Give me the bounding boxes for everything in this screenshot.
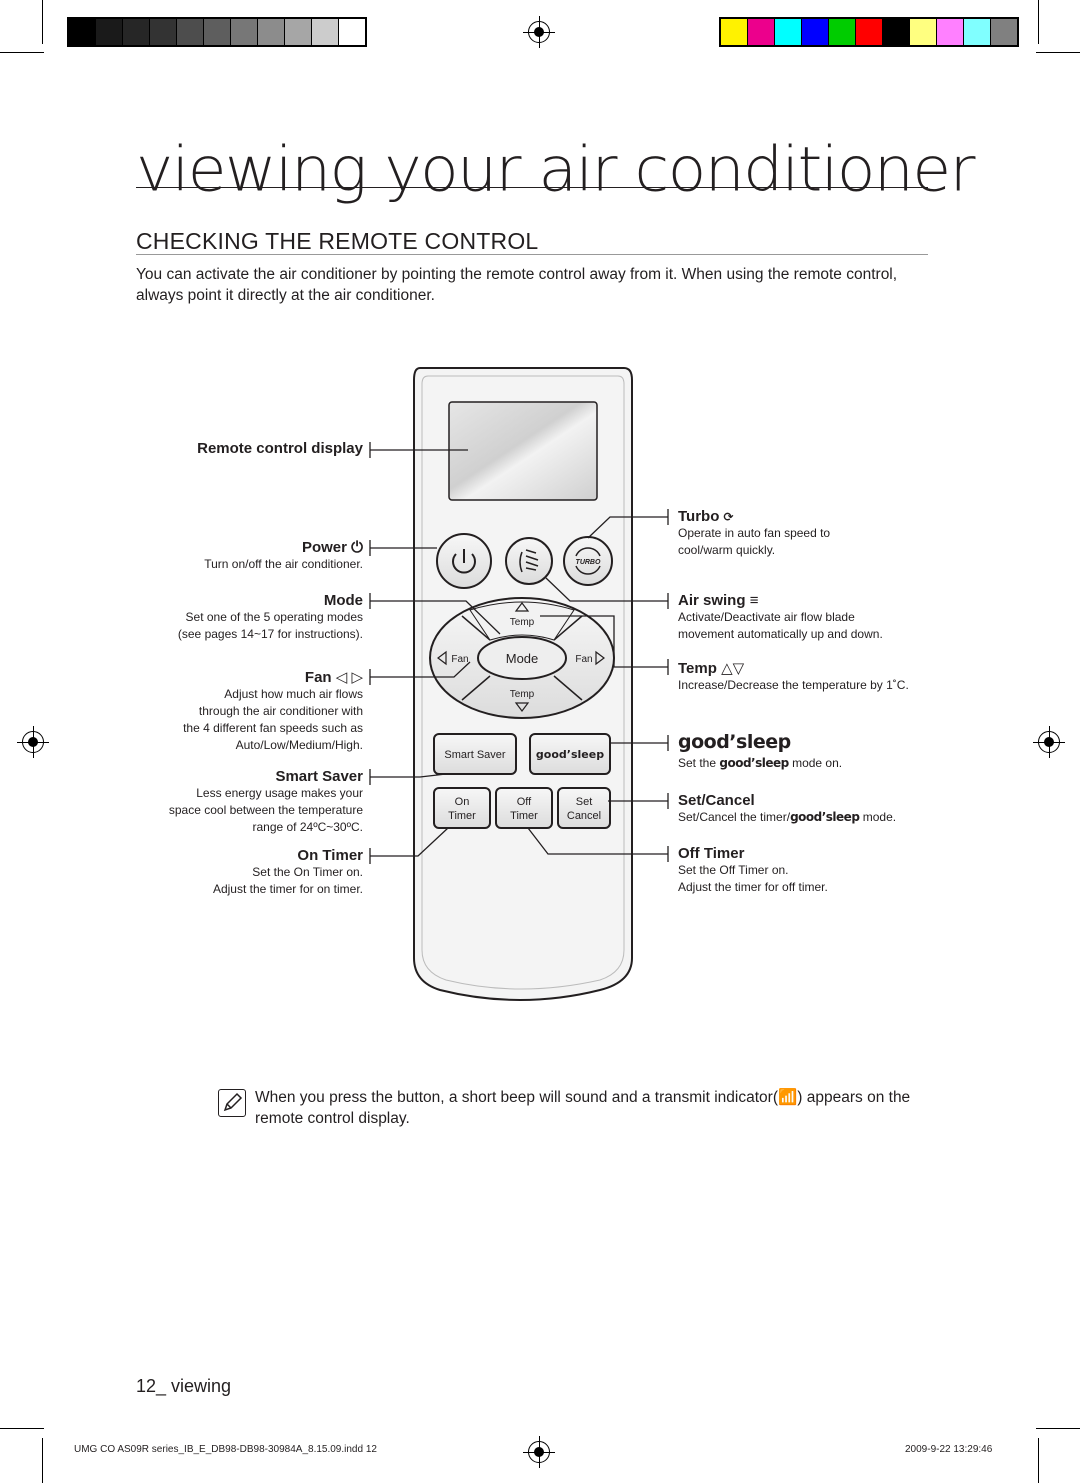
registration-mark-icon [523,1436,555,1468]
color-swatch [312,19,339,45]
page-number: 12_ viewing [136,1376,232,1396]
svg-text:TURBO: TURBO [576,559,601,566]
color-swatch [991,19,1017,45]
svg-text:Fan: Fan [451,654,468,665]
svg-text:Temp: Temp [510,689,535,700]
registration-mark-icon [1033,726,1065,758]
registration-mark-icon [17,726,49,758]
color-swatch [150,19,177,45]
svg-text:Cancel: Cancel [567,810,601,822]
callout-power: Power ⏻ Turn on/off the air conditioner. [204,539,363,573]
color-swatch [285,19,312,45]
callout-off-timer-label: Off Timer [678,845,745,862]
callout-mode: Mode Set one of the 5 operating modes (s… [103,592,363,643]
color-swatch [721,19,748,45]
color-swatch [910,19,937,45]
callout-smart-saver-label: Smart Saver [275,768,363,785]
leader-lines-right [527,509,669,862]
svg-text:Set: Set [576,796,593,808]
power-icon: ⏻ [351,539,363,556]
transmit-indicator-icon: 📶 [777,1089,798,1106]
leader-lines-left [369,442,501,864]
callout-fan-label: Fan ◁ ▷ [304,669,363,686]
good-sleep-button-shape [529,733,611,775]
turbo-button-shape [563,536,613,586]
callout-display-label: Remote control display [197,440,363,457]
page-title: viewing your air conditioner [136,133,976,206]
off-timer-button-shape [495,787,553,829]
svg-text:Temp: Temp [510,617,535,628]
fan-arrows-icon: ◁ ▷ [335,669,363,686]
color-swatch [883,19,910,45]
section-heading: CHECKING THE REMOTE CONTROL [136,228,539,254]
set-cancel-button-shape [557,787,611,829]
svg-text:Off: Off [517,796,532,808]
color-swatch [748,19,775,45]
callout-smart-saver: Smart Saver Less energy usage makes your… [103,768,363,836]
callout-set-cancel: Set/Cancel Set/Cancel the timer/good’sle… [678,792,968,826]
color-swatch [258,19,285,45]
color-swatch [802,19,829,45]
callout-good-sleep-label: good’sleep [678,731,791,753]
footer-timestamp: 2009-9-22 13:29:46 [905,1444,993,1455]
smart-saver-button-shape [433,733,517,775]
callout-air-swing-label: Air swing ≡ [678,592,759,609]
color-swatch [231,19,258,45]
color-swatch [204,19,231,45]
callout-temp: Temp △▽ Increase/Decrease the temperatur… [678,659,968,694]
color-swatch [829,19,856,45]
intro-text: You can activate the air conditioner by … [136,266,898,304]
callout-good-sleep: good’sleep Set the good’sleep mode on. [678,731,968,772]
color-swatch [339,19,365,45]
mode-button-shape [477,636,567,680]
color-swatch [937,19,964,45]
footer-filename: UMG CO AS09R series_IB_E_DB98-DB98-30984… [74,1444,377,1455]
callout-turbo-label: Turbo ⟳ [678,508,734,525]
svg-text:good’sleep: good’sleep [536,748,604,761]
turbo-icon: ⟳ [723,510,734,524]
svg-text:Mode: Mode [506,651,539,666]
callout-on-timer-label: On Timer [297,847,363,864]
callout-mode-label: Mode [323,592,363,609]
callout-turbo: Turbo ⟳ Operate in auto fan speed to coo… [678,508,948,559]
callout-on-timer: On Timer Set the On Timer on. Adjust the… [103,847,363,898]
callout-fan: Fan ◁ ▷ Adjust how much air flows throug… [103,668,363,754]
callout-power-desc: Turn on/off the air conditioner. [204,557,363,571]
note-text: When you press the button, a short beep … [255,1089,911,1127]
section-divider [136,254,928,255]
gray-swatch-bar [67,17,367,47]
air-swing-icon: ≡ [749,592,759,609]
title-divider [136,187,928,188]
color-swatch [69,19,96,45]
callout-temp-label: Temp △▽ [678,660,745,677]
remote-display [448,401,598,501]
svg-text:Fan: Fan [575,654,592,665]
callout-off-timer: Off Timer Set the Off Timer on. Adjust t… [678,845,968,896]
color-swatch [123,19,150,45]
svg-text:Smart Saver: Smart Saver [444,749,505,761]
svg-text:Timer: Timer [510,810,538,822]
note-pencil-icon [218,1089,246,1117]
color-swatch [96,19,123,45]
on-timer-button-shape [433,787,491,829]
svg-text:Timer: Timer [448,810,476,822]
air-swing-button-shape [505,537,553,585]
color-swatch [177,19,204,45]
callout-power-label: Power ⏻ [301,539,363,556]
svg-text:On: On [455,796,470,808]
color-swatch-bar [719,17,1019,47]
color-swatch [856,19,883,45]
registration-mark-icon [523,16,555,48]
color-swatch [964,19,991,45]
callout-air-swing: Air swing ≡ Activate/Deactivate air flow… [678,592,968,643]
color-swatch [775,19,802,45]
temp-arrows-icon: △▽ [721,660,745,677]
callout-set-cancel-label: Set/Cancel [678,792,755,809]
